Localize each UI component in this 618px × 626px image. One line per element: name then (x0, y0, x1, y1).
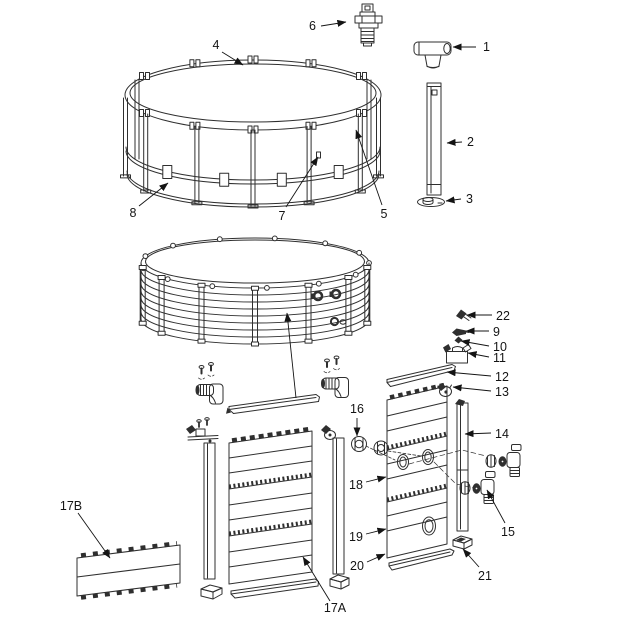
callout-leader-frame-base (138, 182, 169, 207)
panel-18-bottom-rail (388, 548, 455, 571)
callout-label-wall-panel: 19 (349, 530, 363, 544)
ported-panel-drawing (386, 382, 455, 571)
callout-leader-strainer-fitting (486, 489, 506, 524)
callout-label-wall-panel-b: 17B (60, 499, 82, 513)
callout-leader-drain-valve (320, 19, 347, 27)
callout-label-bottom-rail: 20 (350, 559, 364, 573)
joint-bracket-left-drawing (195, 362, 224, 405)
callout-leader-rail-bracket (467, 351, 490, 359)
callout-leader-top-rail (221, 51, 244, 66)
callout-label-tee-joint: 1 (483, 40, 490, 54)
joint-bracket-right-drawing (321, 355, 349, 398)
callout-leader-frame-wall (355, 129, 383, 206)
band-sleeves (162, 165, 344, 187)
callout-label-leg-cap: 3 (466, 192, 473, 206)
frame-assembly-drawing (120, 55, 384, 209)
callout-label-lock-nut: 16 (350, 402, 364, 416)
top-rail-right-drawing (386, 364, 456, 387)
tee-joint-drawing (413, 41, 452, 69)
leg-drawing (426, 82, 442, 196)
callout-label-top-rail: 4 (213, 38, 220, 52)
callout-label-wall-panel-a: 17A (324, 601, 347, 615)
callout-label-panel-with-ports: 18 (349, 478, 363, 492)
wall-panel-17a-drawing (228, 426, 319, 599)
callout-leader-vertical-leg (446, 138, 463, 146)
callout-label-rail-bracket: 11 (493, 351, 506, 365)
pool-assembly-drawing (138, 235, 372, 347)
top-rail-middle-drawing (226, 394, 320, 414)
callout-label-band-pin: 7 (279, 209, 286, 223)
pool-wall-slats (140, 269, 370, 338)
callout-label-upright-post: 14 (495, 427, 509, 441)
callout-label-vertical-leg: 2 (467, 135, 474, 149)
drain-valve-drawing (354, 3, 383, 47)
pool-rail-clips (140, 235, 372, 291)
lock-nuts-drawing (351, 436, 422, 461)
strainer-fittings-drawing (408, 444, 522, 504)
callout-label-frame-wall: 5 (381, 207, 388, 221)
frame-feet (120, 174, 384, 209)
callout-label-frame-base: 8 (130, 206, 137, 220)
callout-leader-pin (460, 339, 490, 347)
right-post-drawing (321, 425, 350, 590)
callout-leader-wall-panel-a (302, 556, 331, 602)
callout-leader-upright-post (464, 430, 492, 438)
callout-label-wing-screw: 22 (496, 309, 510, 323)
callout-label-drain-valve: 6 (309, 19, 316, 33)
pool-wall-fittings (311, 288, 347, 327)
callout-leader-wall-panel-b (77, 512, 111, 559)
callout-label-pin: 10 (493, 340, 507, 354)
post-14-drawing (452, 399, 473, 550)
callout-leader-pool-rail-position (284, 312, 297, 399)
callout-label-post-foot: 21 (478, 569, 492, 583)
leg-cap-drawing (417, 197, 445, 207)
small-hardware-drawing (443, 309, 472, 364)
callout-label-strainer-fitting: 15 (501, 525, 515, 539)
callout-leader-band-pin (285, 156, 319, 208)
rail-clip-drawing (437, 383, 452, 397)
wall-panel-17b-drawing (76, 541, 181, 600)
callout-leader-leg-cap (445, 196, 462, 204)
callout-label-rail-clip: 13 (495, 385, 509, 399)
callout-leader-bottom-rail (366, 553, 386, 563)
callout-label-top-rail-section: 12 (495, 370, 509, 384)
rail-joint-fittings (139, 55, 367, 134)
callout-leader-wall-panel (365, 527, 387, 535)
callout-leader-panel-with-ports (365, 475, 387, 483)
callout-label-screw: 9 (493, 325, 500, 339)
callout-leader-rail-clip (452, 384, 492, 392)
callout-leader-top-rail-section (446, 369, 492, 377)
left-post-drawing (186, 417, 223, 600)
pool-wall-posts (138, 265, 372, 347)
callout-leader-post-foot (462, 548, 480, 568)
frame-legs (123, 97, 381, 207)
